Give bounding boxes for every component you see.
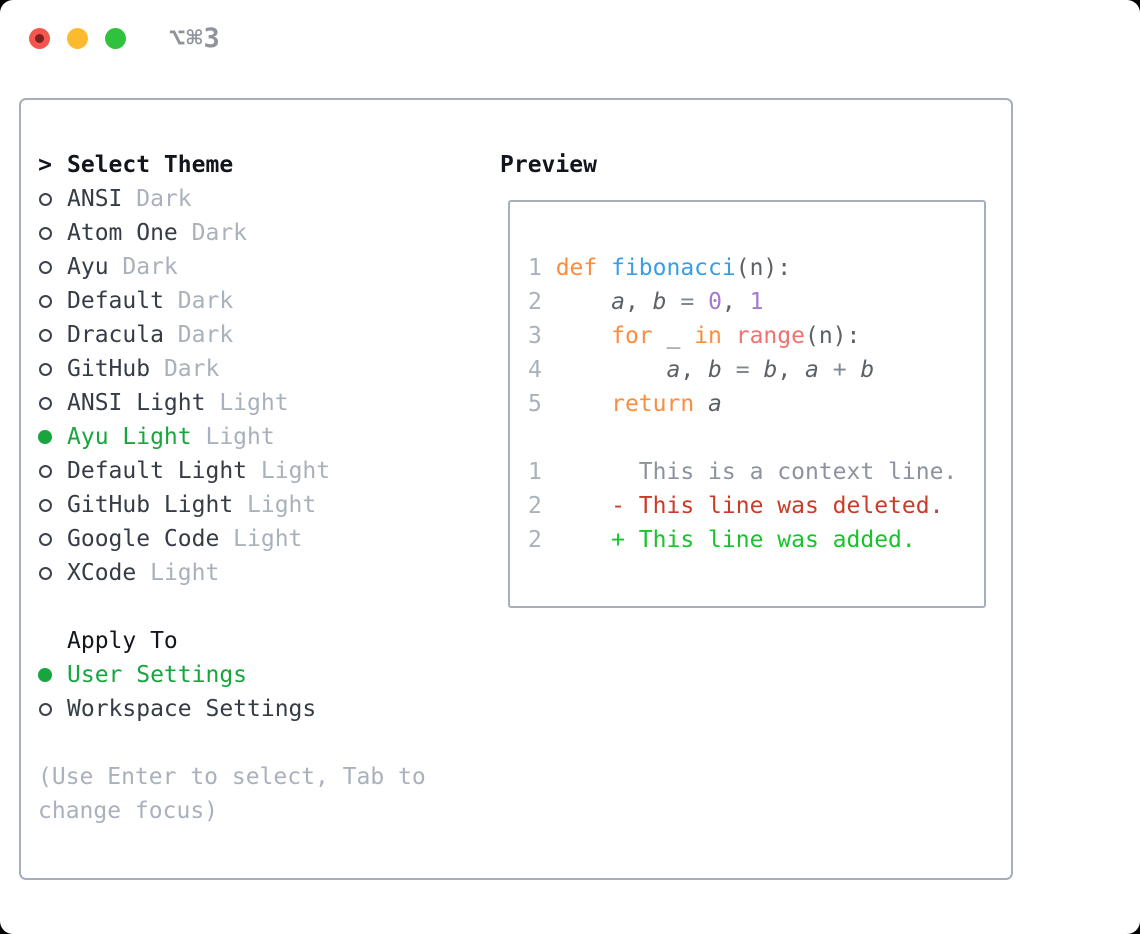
theme-variant-tag: Light [247, 492, 317, 518]
theme-variant-tag: Dark [122, 254, 178, 280]
theme-option-default[interactable]: Default Dark [38, 284, 426, 318]
radio-empty-icon [38, 566, 52, 580]
theme-variant-tag: Light [150, 560, 220, 586]
radio-filled-icon [38, 668, 52, 682]
apply-option-label: User Settings [67, 662, 248, 688]
theme-option-label: ANSI Dark [67, 186, 192, 212]
theme-option-github-light[interactable]: GitHub Light Light [38, 488, 426, 522]
preview-pane: Preview 1 def fibonacci(n): 2 a, b = 0, 1… [500, 148, 986, 608]
theme-option-ayu[interactable]: Ayu Dark [38, 250, 426, 284]
hint-line: change focus) [38, 798, 219, 824]
code-line: 2 a, b = 0, 1 [528, 289, 764, 315]
theme-option-ansi-light[interactable]: ANSI Light Light [38, 386, 426, 420]
theme-option-label: Default Light Light [67, 458, 331, 484]
code-line: 2 - This line was deleted. [528, 493, 944, 519]
apply-option-user-settings[interactable]: User Settings [38, 658, 426, 692]
theme-variant-tag: Dark [177, 322, 234, 348]
radio-empty-icon [38, 532, 52, 546]
theme-option-label: Dracula Dark [67, 322, 234, 348]
close-dot-icon [35, 34, 44, 43]
apply-option-label: Workspace Settings [67, 696, 317, 722]
theme-option-label: Atom One Dark [67, 220, 248, 246]
radio-filled-icon [38, 430, 52, 444]
theme-variant-tag: Light [260, 458, 331, 484]
code-line: 5 return a [528, 391, 722, 417]
radio-empty-icon [38, 498, 52, 512]
theme-variant-tag: Dark [136, 186, 192, 212]
theme-option-label: Default Dark [67, 288, 234, 314]
radio-empty-icon [38, 702, 52, 716]
titlebar: ⌥⌘3 [0, 0, 1140, 98]
theme-option-dracula[interactable]: Dracula Dark [38, 318, 426, 352]
theme-option-atom-one[interactable]: Atom One Dark [38, 216, 426, 250]
code-line [528, 421, 984, 455]
theme-variant-tag: Light [219, 390, 289, 416]
select-theme-header: > Select Theme [38, 148, 426, 182]
spacer [38, 590, 426, 624]
radio-empty-icon [38, 294, 52, 308]
prompt-caret-icon: > [38, 152, 52, 178]
theme-variant-tag: Light [205, 424, 275, 450]
theme-option-label: Ayu Light Light [67, 424, 275, 450]
window-title: ⌥⌘3 [169, 23, 221, 54]
theme-option-label: GitHub Light Light [67, 492, 317, 518]
code-line: 1 This is a context line. [528, 459, 958, 485]
radio-empty-icon [38, 260, 52, 274]
theme-option-github[interactable]: GitHub Dark [38, 352, 426, 386]
theme-variant-tag: Dark [177, 288, 234, 314]
theme-option-google-code[interactable]: Google Code Light [38, 522, 426, 556]
close-button[interactable] [29, 28, 50, 49]
radio-empty-icon [38, 328, 52, 342]
code-line: 2 + This line was added. [528, 527, 916, 553]
theme-option-xcode[interactable]: XCode Light [38, 556, 426, 590]
apply-to-header: Apply To [38, 624, 426, 658]
radio-empty-icon [38, 396, 52, 410]
theme-option-ayu-light[interactable]: Ayu Light Light [38, 420, 426, 454]
apply-to-title: Apply To [67, 628, 178, 654]
radio-empty-icon [38, 464, 52, 478]
theme-variant-tag: Dark [191, 220, 248, 246]
code-line: 4 a, b = b, a + b [528, 357, 875, 383]
radio-empty-icon [38, 192, 52, 206]
theme-option-label: Ayu Dark [67, 254, 178, 280]
spacer [38, 726, 426, 760]
theme-option-default-light[interactable]: Default Light Light [38, 454, 426, 488]
theme-option-ansi[interactable]: ANSI Dark [38, 182, 426, 216]
theme-variant-tag: Light [233, 526, 303, 552]
theme-variant-tag: Dark [163, 356, 220, 382]
code-line: 1 def fibonacci(n): [528, 255, 792, 281]
preview-title: Preview [500, 152, 597, 178]
keyboard-hint: (Use Enter to select, Tab to change focus… [38, 760, 426, 828]
theme-option-label: ANSI Light Light [67, 390, 289, 416]
maximize-button[interactable] [105, 28, 126, 49]
code-line: 3 for _ in range(n): [528, 323, 861, 349]
theme-option-label: Google Code Light [67, 526, 303, 552]
minimize-button[interactable] [67, 28, 88, 49]
hint-line: (Use Enter to select, Tab to [38, 764, 426, 790]
apply-option-workspace-settings[interactable]: Workspace Settings [38, 692, 426, 726]
radio-empty-icon [38, 362, 52, 376]
select-theme-title: Select Theme [67, 152, 234, 178]
preview-box: 1 def fibonacci(n): 2 a, b = 0, 1 3 for _ … [508, 200, 986, 608]
theme-option-label: GitHub Dark [67, 356, 220, 382]
empty-marker [38, 634, 52, 648]
theme-option-label: XCode Light [67, 560, 220, 586]
radio-empty-icon [38, 226, 52, 240]
